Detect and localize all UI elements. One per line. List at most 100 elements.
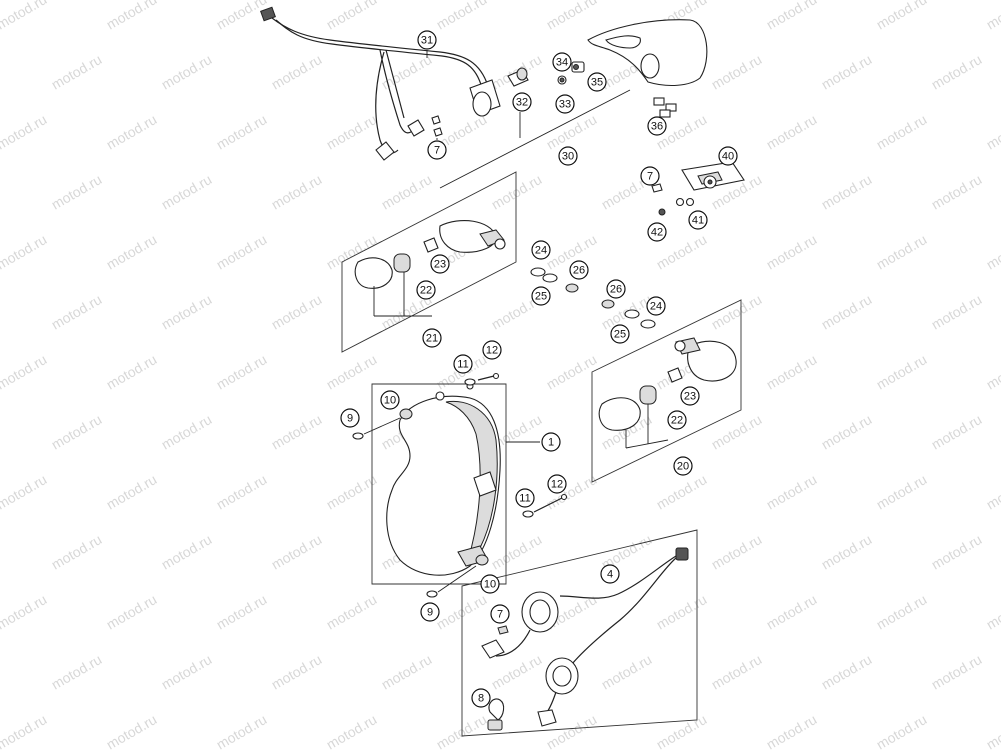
watermark-text: motod.ru <box>764 591 820 632</box>
watermark-text: motod.ru <box>0 231 49 272</box>
watermark-text: motod.ru <box>819 51 875 92</box>
watermark-text: motod.ru <box>984 471 1001 512</box>
callout-circle <box>558 146 578 166</box>
watermark-text: motod.ru <box>159 411 215 452</box>
callout-32: 32 <box>512 92 532 112</box>
watermark-text: motod.ru <box>654 591 710 632</box>
callout-33: 33 <box>555 94 575 114</box>
watermark-text: motod.ru <box>0 471 49 512</box>
watermark-text: motod.ru <box>929 291 985 332</box>
watermark-text: motod.ru <box>324 111 380 152</box>
watermark-text: motod.ru <box>654 711 710 751</box>
watermark-text: motod.ru <box>159 651 215 692</box>
rear-light-fasteners <box>557 61 585 85</box>
watermark-text: motod.ru <box>159 531 215 572</box>
callout-24: 24 <box>646 296 666 316</box>
callout-12: 12 <box>547 474 567 494</box>
callout-circle <box>482 340 502 360</box>
watermark-text: motod.ru <box>214 111 270 152</box>
turn-signal-right-group-frame <box>591 299 742 483</box>
watermark-text: motod.ru <box>49 531 105 572</box>
callout-layer: 3134353332303640774142242625262425232221… <box>340 30 738 708</box>
turn-signal-left-group-frame <box>341 171 517 353</box>
callout-circle <box>416 280 436 300</box>
watermark-text: motod.ru <box>159 171 215 212</box>
watermark-text: motod.ru <box>0 111 49 152</box>
watermark-text: motod.ru <box>0 351 49 392</box>
callout-number: 1 <box>548 437 554 449</box>
callout-number: 32 <box>516 97 528 109</box>
watermark-text: motod.ru <box>49 651 105 692</box>
callout-24: 24 <box>531 240 551 260</box>
turn-signal-left-21 <box>354 220 506 317</box>
watermark-text: motod.ru <box>874 0 930 33</box>
watermark-text: motod.ru <box>269 651 325 692</box>
watermark-text: motod.ru <box>49 291 105 332</box>
callout-11: 11 <box>453 354 473 374</box>
watermark-text: motod.ru <box>984 0 1001 33</box>
watermark-text: motod.ru <box>324 351 380 392</box>
callout-circle <box>480 574 500 594</box>
callout-circle <box>718 146 738 166</box>
callout-number: 10 <box>484 579 496 591</box>
watermark-text: motod.ru <box>0 0 49 33</box>
callout-number: 42 <box>651 227 663 239</box>
callout-circle <box>490 604 510 624</box>
callout-number: 24 <box>535 245 547 257</box>
callout-21: 21 <box>422 328 442 348</box>
callout-number: 40 <box>722 151 734 163</box>
callout-31: 31 <box>417 30 437 50</box>
watermark-text: motod.ru <box>489 651 545 692</box>
watermark-text: motod.ru <box>214 591 270 632</box>
callout-25: 25 <box>610 324 630 344</box>
watermark-text: motod.ru <box>379 171 435 212</box>
callout-number: 22 <box>671 415 683 427</box>
watermark-text: motod.ru <box>434 711 490 751</box>
callout-circle <box>547 474 567 494</box>
watermark-text: motod.ru <box>654 471 710 512</box>
callout-number: 9 <box>427 607 433 619</box>
watermark-text: motod.ru <box>104 111 160 152</box>
watermark-text: motod.ru <box>709 51 765 92</box>
callout-number: 41 <box>692 215 704 227</box>
rubber-pads-36 <box>653 97 677 118</box>
watermark-text: motod.ru <box>819 651 875 692</box>
callout-number: 36 <box>651 121 663 133</box>
callout-circle <box>640 166 660 186</box>
callout-circle <box>569 260 589 280</box>
watermark-text: motod.ru <box>709 531 765 572</box>
watermark-text: motod.ru <box>929 411 985 452</box>
parking-bulb-7 <box>481 625 509 659</box>
watermark-text: motod.ru <box>984 231 1001 272</box>
callout-circle <box>512 92 532 112</box>
watermark-text: motod.ru <box>324 711 380 751</box>
callout-circle <box>555 94 575 114</box>
callout-circle <box>340 408 360 428</box>
callout-22: 22 <box>416 280 436 300</box>
callout-circle <box>552 52 572 72</box>
watermark-text: motod.ru <box>929 651 985 692</box>
callout-number: 33 <box>559 99 571 111</box>
callout-number: 8 <box>478 693 484 705</box>
watermark-text: motod.ru <box>874 231 930 272</box>
watermark-text: motod.ru <box>214 711 270 751</box>
callout-circle <box>380 390 400 410</box>
watermark-text: motod.ru <box>709 651 765 692</box>
callout-circle <box>647 222 667 242</box>
watermark-text: motod.ru <box>874 471 930 512</box>
watermark-text: motod.ru <box>984 591 1001 632</box>
watermark-text: motod.ru <box>104 0 160 33</box>
callout-number: 11 <box>519 493 530 505</box>
watermark-text: motod.ru <box>709 411 765 452</box>
mounting-hardware-24-25-26 <box>530 267 656 329</box>
callout-circle <box>531 286 551 306</box>
watermark-text: motod.ru <box>0 711 49 751</box>
screw-set-11-12-lower <box>522 493 568 518</box>
callout-number: 20 <box>677 461 689 473</box>
callout-circle <box>541 432 561 452</box>
watermark-text: motod.ru <box>104 351 160 392</box>
headlight-bulb-group-frame <box>461 529 698 737</box>
callout-23: 23 <box>680 386 700 406</box>
callout-number: 26 <box>573 265 585 277</box>
callout-7: 7 <box>640 166 660 186</box>
